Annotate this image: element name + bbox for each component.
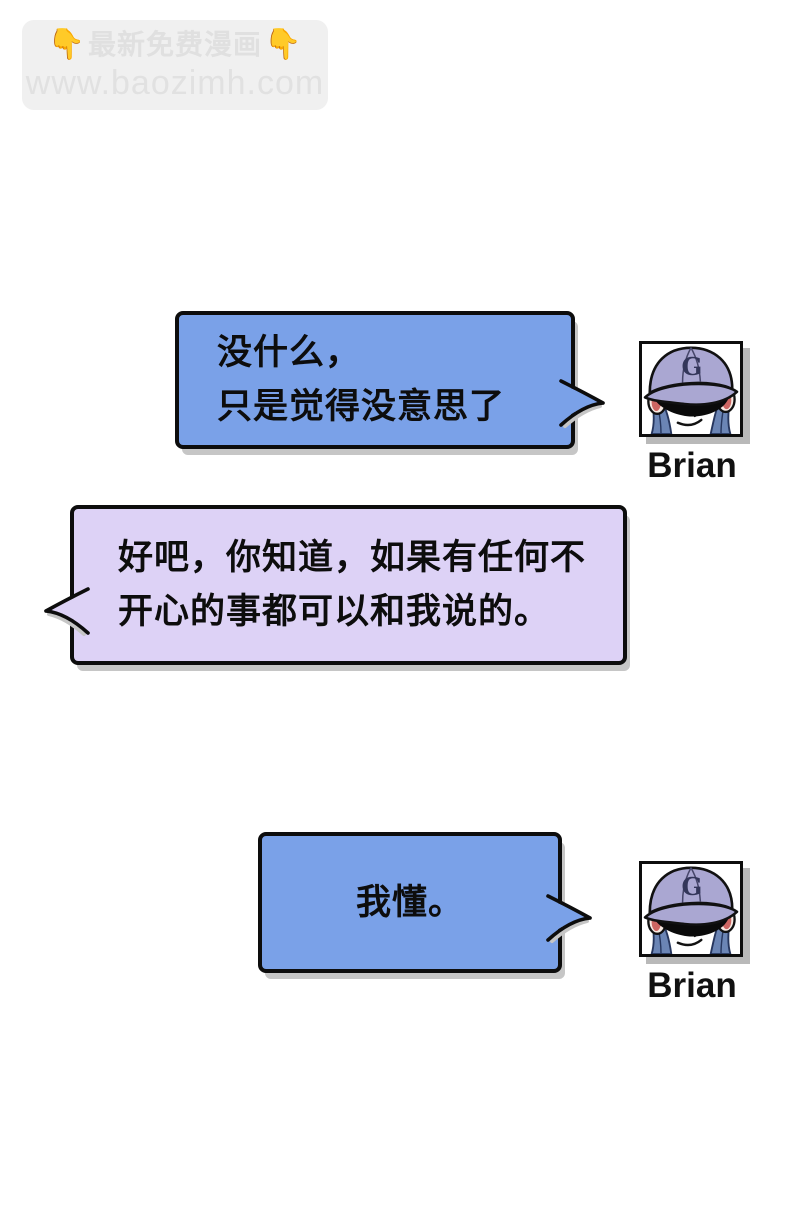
bubble-text-line: 没什么， bbox=[217, 333, 362, 372]
speaker-name: Brian bbox=[647, 966, 737, 1005]
bubble-text-line: 开心的事都可以和我说的。 bbox=[118, 592, 551, 631]
bubble-text-line: 我懂。 bbox=[355, 882, 464, 922]
bubble-tail-left bbox=[44, 587, 90, 636]
speech-bubble-brian-2: 我懂。 bbox=[258, 832, 592, 973]
bubble-tail-right bbox=[546, 894, 592, 943]
bubble-text-line: 只是觉得没意思了 bbox=[217, 387, 506, 426]
brian-avatar: G bbox=[639, 341, 743, 437]
brian-avatar: G bbox=[639, 861, 743, 957]
point-down-icon: 👇 bbox=[264, 28, 303, 61]
brian-avatar-art: G bbox=[642, 344, 740, 434]
point-down-icon: 👇 bbox=[47, 28, 86, 61]
speech-bubble-brian-1: 没什么， 只是觉得没意思了 bbox=[175, 311, 605, 449]
bubble-tail-right bbox=[559, 379, 605, 428]
brian-avatar-art: G bbox=[642, 864, 740, 954]
watermark-slogan: 👇 最新免费漫画 👇 bbox=[48, 28, 303, 62]
watermark-slogan-text: 最新免费漫画 bbox=[87, 29, 262, 60]
site-watermark: 👇 最新免费漫画 👇 www.baozimh.com bbox=[22, 20, 328, 110]
cap-letter: G bbox=[682, 872, 703, 901]
speech-bubble-friend: 好吧，你知道，如果有任何不 开心的事都可以和我说的。 bbox=[44, 505, 627, 665]
bubble-text-line: 好吧，你知道，如果有任何不 bbox=[118, 538, 587, 577]
cap-letter: G bbox=[682, 352, 703, 381]
speaker-name: Brian bbox=[647, 446, 737, 485]
watermark-url: www.baozimh.com bbox=[25, 64, 325, 102]
